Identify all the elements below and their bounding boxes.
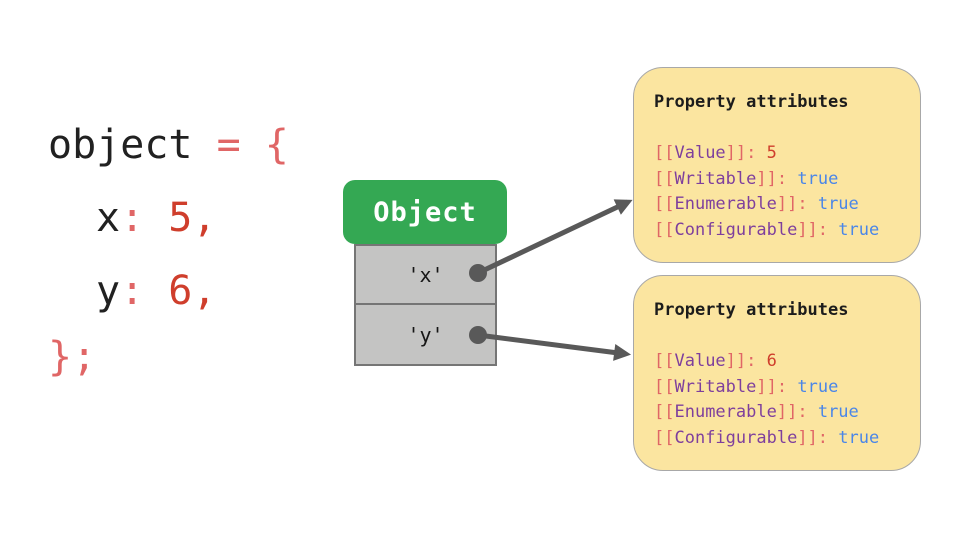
code-token: ]] (725, 351, 747, 371)
code-token: ]] (797, 427, 818, 448)
code-token: ]] (776, 402, 798, 422)
code-token: [[ (654, 143, 675, 163)
code-token: true (797, 168, 839, 189)
code-token: Configurable (674, 427, 798, 448)
code-token: true (838, 427, 880, 448)
code-token: ]] (725, 143, 747, 163)
code-token: : (776, 376, 788, 397)
card-title: Property attributes (654, 92, 849, 112)
code-token: y (96, 268, 121, 314)
card-title: Property attributes (654, 300, 849, 320)
card-rows: [[Value]]: 5[[Writable]]: true[[Enumerab… (654, 141, 879, 243)
code-token (808, 194, 818, 214)
code-token: true (838, 219, 880, 240)
code-token (241, 122, 265, 168)
code-token: : (776, 168, 788, 189)
code-token (756, 351, 766, 371)
code-token: object (48, 122, 193, 168)
code-token: [[ (654, 376, 675, 397)
object-property-table: 'x' 'y' (354, 244, 497, 366)
code-token: ]] (756, 376, 777, 397)
attribute-row: [[Configurable]]: true (654, 218, 879, 244)
code-token: : (120, 268, 145, 314)
code-token (144, 268, 168, 314)
code-token: : (817, 219, 829, 240)
code-token: , (192, 195, 217, 241)
code-token (787, 377, 797, 397)
code-token: 6 (168, 268, 193, 314)
code-token: true (817, 402, 859, 422)
code-line: x: 5, (96, 195, 216, 242)
code-token (144, 195, 168, 241)
attribute-row: [[Enumerable]]: true (654, 400, 879, 426)
code-token: [[ (654, 427, 675, 448)
code-token: ]] (756, 168, 777, 189)
attribute-row: [[Value]]: 5 (654, 141, 879, 167)
object-header: Object (343, 180, 507, 244)
code-line: }; (48, 334, 96, 381)
code-token: 6 (766, 351, 777, 371)
property-key-cell: 'y' (356, 303, 495, 364)
property-key-cell: 'x' (407, 262, 444, 287)
code-token: true (817, 194, 859, 214)
attribute-row: [[Configurable]]: true (654, 426, 879, 452)
code-line: object = { (48, 122, 289, 169)
code-line: y: 6, (96, 268, 216, 315)
code-token: Writable (674, 168, 757, 189)
code-token: Value (674, 351, 726, 371)
code-token (756, 143, 766, 163)
card-rows: [[Value]]: 6[[Writable]]: true[[Enumerab… (654, 349, 879, 451)
code-token: = (216, 122, 241, 168)
code-token: { (264, 122, 289, 168)
property-attributes-card-y: Property attributes [[Value]]: 6[[Writab… (633, 275, 921, 471)
code-token: : (746, 143, 757, 163)
property-attributes-card-x: Property attributes [[Value]]: 5[[Writab… (633, 67, 921, 263)
code-token: Enumerable (674, 194, 777, 214)
attribute-row: [[Value]]: 6 (654, 349, 879, 375)
code-token: [[ (654, 351, 675, 371)
code-token: : (746, 351, 757, 371)
code-token: ]] (776, 194, 798, 214)
code-token (787, 169, 797, 189)
code-token: , (192, 268, 217, 314)
code-token: : (797, 402, 808, 422)
code-token: : (797, 194, 808, 214)
code-token: 5 (168, 195, 193, 241)
code-token (828, 220, 838, 240)
code-token: x (96, 195, 121, 241)
code-token: Writable (674, 376, 757, 397)
code-token (808, 402, 818, 422)
code-token: Enumerable (674, 402, 777, 422)
code-token: [[ (654, 219, 675, 240)
arrow-y-to-attributes (477, 332, 632, 361)
code-token: ]] (797, 219, 818, 240)
code-token: [[ (654, 194, 675, 214)
code-token: : (120, 195, 145, 241)
code-token (828, 428, 838, 448)
code-token: Value (674, 143, 726, 163)
code-token: [[ (654, 168, 675, 189)
attribute-row: [[Enumerable]]: true (654, 192, 879, 218)
object-header-label: Object (373, 196, 477, 228)
code-token: [[ (654, 402, 675, 422)
code-token (193, 122, 217, 168)
attribute-row: [[Writable]]: true (654, 167, 879, 193)
code-token: true (797, 376, 839, 397)
code-token: ; (72, 334, 97, 380)
code-token: : (817, 427, 829, 448)
code-token: 5 (766, 143, 777, 163)
attribute-row: [[Writable]]: true (654, 375, 879, 401)
code-token: } (48, 334, 73, 380)
code-token: Configurable (674, 219, 798, 240)
